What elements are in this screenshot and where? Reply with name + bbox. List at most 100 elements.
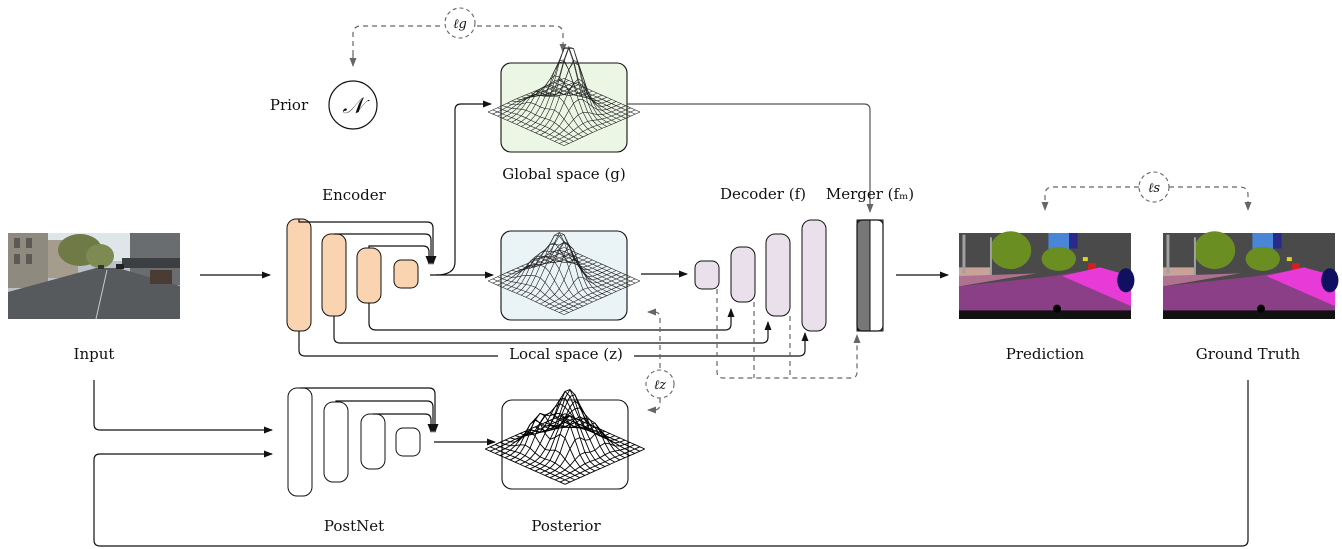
global-space-panel: [500, 62, 628, 153]
segment-region: [1193, 237, 1196, 276]
segment-region: [1266, 267, 1335, 307]
global-to-merger-arrow: [627, 103, 874, 213]
surface-wire: [563, 280, 641, 315]
surface-wire: [559, 446, 640, 483]
surface-wire: [492, 109, 569, 144]
surface-wire: [490, 446, 571, 483]
segment-region: [1048, 233, 1070, 251]
segment-region: [1088, 263, 1096, 272]
surface-wire: [540, 81, 617, 136]
surface-wire: [492, 278, 569, 313]
global-space-label: Global space (g): [502, 165, 626, 183]
segment-region: [1062, 267, 1131, 307]
prediction-segmentation-map: [959, 231, 1135, 319]
local-space-label-bg: [498, 344, 634, 364]
postnet-skip-3: [373, 413, 435, 433]
encoder-skip-2: [334, 233, 435, 265]
decoder-block-1: [694, 260, 720, 290]
decoder-block-4: [801, 219, 827, 332]
surface-wire: [540, 258, 617, 305]
segment-region: [1082, 257, 1088, 262]
input-to-postnet-arrow: [93, 380, 273, 434]
surface-wire: [535, 61, 612, 134]
surface-wire: [515, 412, 596, 472]
prior-circle-icon: [328, 80, 378, 130]
posterior-label: Posterior: [531, 517, 601, 535]
ground-truth-segmentation-map: [1163, 231, 1339, 319]
surface-wire: [487, 111, 565, 146]
segment-region: [1273, 233, 1282, 249]
merger-block-dark: [856, 219, 871, 332]
surface-wire: [502, 274, 579, 309]
surface-wire: [506, 264, 584, 307]
surface-wire: [544, 430, 626, 476]
latent-loss-label: ℓz: [654, 378, 666, 393]
skip-encoder2-decoder3: [333, 316, 772, 344]
segment-region: [1117, 268, 1135, 293]
segment-region: [1041, 246, 1076, 271]
local-surface-icon: [487, 232, 641, 315]
segment-region: [1069, 233, 1078, 249]
segmentation-loss-dashed-left: [1041, 186, 1139, 211]
postnet-skip-2: [335, 400, 437, 433]
segment-region: [989, 237, 992, 276]
segment-region: [1166, 234, 1170, 274]
skip-encoder3-decoder2: [368, 303, 735, 331]
decoder-block-2: [730, 246, 756, 303]
surface-wire: [524, 403, 606, 467]
surface-wire: [494, 444, 576, 481]
surface-wire: [506, 102, 584, 138]
segment-region: [1193, 231, 1236, 270]
global-surface-icon: [487, 46, 641, 146]
segment-region: [1163, 310, 1335, 319]
surface-wire: [554, 107, 631, 142]
segment-region: [1286, 257, 1292, 262]
global-loss-dashed-link: [352, 25, 442, 64]
postnet-block-2: [323, 401, 349, 483]
surface-wire: [549, 105, 626, 140]
surface-wire: [539, 421, 621, 474]
prior-label: Prior: [270, 96, 309, 114]
global-loss-dashed-link-right: [477, 25, 567, 53]
segment-region: [959, 273, 1037, 287]
input-label: Input: [74, 345, 115, 363]
segment-region: [1053, 304, 1062, 313]
encoder-skip-1: [298, 219, 437, 265]
input-photo: [8, 233, 180, 320]
postnet-skip-1: [300, 387, 439, 433]
segment-region: [1321, 268, 1339, 293]
surface-wire: [516, 249, 593, 303]
encoder-skip-3: [368, 245, 433, 265]
merger-block-light: [869, 219, 884, 332]
surface-wire: [505, 431, 586, 476]
surface-wire: [535, 244, 612, 302]
surface-wire: [559, 109, 636, 144]
surface-wire: [554, 444, 636, 481]
segment-region: [959, 310, 1131, 319]
segment-region: [1252, 233, 1274, 251]
global-loss-label: ℓg: [453, 17, 467, 32]
encoder-label: Encoder: [322, 186, 387, 204]
encoder-to-global-arrow: [435, 100, 492, 276]
surface-wire: [525, 234, 603, 299]
encoder-block-1: [286, 218, 312, 332]
surface-wire: [563, 111, 641, 146]
encoder-block-4: [393, 259, 419, 289]
segment-region: [1245, 246, 1280, 271]
segmentation-loss-circle: [1138, 171, 1170, 203]
surface-wire: [564, 448, 645, 485]
segment-region: [1257, 304, 1266, 313]
segment-region: [1292, 263, 1300, 272]
surface-wire: [530, 48, 607, 132]
surface-wire: [497, 107, 574, 142]
surface-wire: [485, 448, 566, 485]
segment-region: [962, 234, 966, 274]
encoder-block-2: [321, 233, 347, 317]
decoder-to-merger-dashed: [716, 289, 861, 379]
surface-wire: [497, 276, 574, 311]
surface-wire: [521, 242, 598, 301]
surface-wire: [502, 105, 579, 140]
segment-region: [1163, 273, 1241, 287]
surface-wire: [544, 272, 622, 307]
